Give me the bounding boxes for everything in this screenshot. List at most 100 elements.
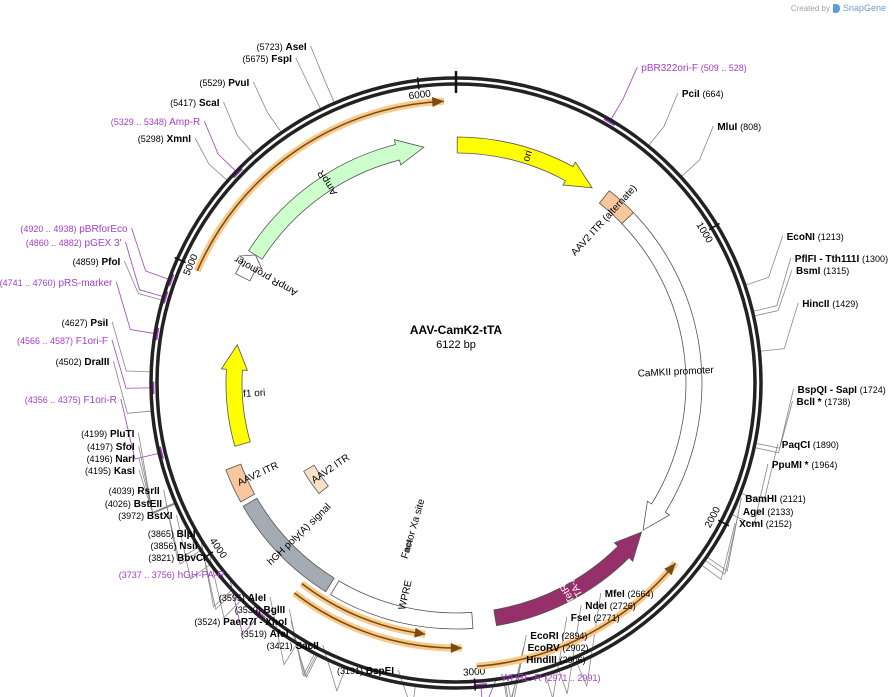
site-label-bstxi: (3972) BstXI [118, 511, 173, 522]
site-leader-psii [111, 321, 151, 373]
site-leader-f1ori-f [111, 339, 151, 389]
site-label-pbrforeco: (4920 .. 4938) pBRforEco [20, 224, 128, 235]
site-label-alei: (3595) AleI [219, 593, 266, 604]
snapgene-logo-icon [832, 3, 840, 13]
site-leader-scai [223, 101, 254, 154]
site-label-xcmi: XcmI (2152) [739, 519, 792, 530]
plasmid-size: 6122 bp [436, 339, 476, 351]
primer-site-mark-amp-r [232, 167, 243, 179]
tick-mark-1000 [708, 222, 720, 231]
site-label-pvui: (5529) PvuI [199, 78, 249, 89]
site-leader-ppumi [732, 463, 769, 526]
site-leader-prs-marker [115, 281, 155, 334]
plasmid-name: AAV-CamK2-tTA [410, 323, 503, 337]
site-leader-hincii [760, 302, 799, 352]
site-leader-econi [745, 235, 784, 286]
primer-site-mark-pbr322ori-f [603, 117, 616, 127]
feature-aav2-itr [225, 463, 256, 503]
tick-mark-3000 [473, 678, 477, 691]
site-label-pfoi: (4859) PfoI [73, 257, 121, 268]
site-label-kasi: (4195) KasI [85, 466, 135, 477]
site-label-bspei: (3191) BspEI [337, 666, 394, 677]
credit-brand: SnapGene [842, 3, 886, 13]
site-leader-hgh-pa-r [228, 573, 259, 636]
site-leader-ecorv [505, 646, 525, 697]
center-title: AAV-CamK2-tTA 6122 bp [410, 323, 503, 351]
site-label-bsmi: BsmI (1315) [796, 266, 849, 277]
site-label-nsii: (3856) NsiI [150, 541, 197, 552]
primer-arrowhead-2 [414, 627, 426, 638]
feature-label-camkii-promoter: CaMKII promoter [637, 365, 714, 380]
site-label-pcii: PciI (664) [682, 89, 724, 100]
site-leader-bsmi [754, 269, 793, 317]
primer-site-mark-pgex-3 [162, 290, 169, 304]
site-label-asei: (5723) AseI [257, 42, 307, 53]
site-label-pgex-3: (4860 .. 4882) pGEX 3' [26, 238, 122, 249]
site-leader-pcii [648, 92, 679, 146]
primer-arrowhead-0 [664, 563, 676, 576]
primer-site-mark-f1ori-r [158, 446, 164, 460]
site-label-pflfi-tth111i: PflFI - Tth111I (1300) [795, 254, 888, 265]
site-label-bglii: (3530) BglII [235, 605, 286, 616]
feature-tta-advanced [493, 531, 643, 627]
site-leader-nsii [201, 544, 234, 610]
site-label-blpi: (3865) BlpI [148, 529, 196, 540]
credit-prefix: Created by [790, 3, 830, 13]
feature-f1-ori [220, 343, 251, 447]
primer-arrowhead-3 [431, 97, 444, 107]
site-leader-paer7i-xhoi [290, 620, 317, 678]
site-leader-mlui [681, 125, 714, 177]
site-leader-kasi [138, 469, 176, 515]
site-leader-asei [310, 45, 335, 103]
site-label-prs-marker: (4741 .. 4760) pRS-marker [0, 278, 113, 289]
site-leader-bbvci [209, 556, 242, 619]
primer-arcs [194, 97, 679, 670]
site-label-bspqi-sapi: BspQI - SapI (1724) [798, 385, 886, 396]
site-label-scai: (5417) ScaI [170, 98, 220, 109]
site-leader-fspi [295, 57, 321, 109]
site-label-draiii: (4502) DraIII [56, 357, 110, 368]
tick-label-1000: 1000 [693, 220, 714, 245]
feature-ori [456, 136, 593, 189]
tick-label-6000: 6000 [408, 89, 432, 103]
feature-camkii-promoter [621, 212, 703, 531]
site-label-bcli: BclI * (1738) [797, 397, 851, 408]
site-leader-pflfi-tth111i [753, 257, 792, 312]
site-label-nari: (4196) NarI [87, 454, 135, 465]
primer-site-mark-hgh-pa-r [254, 609, 266, 620]
site-leader-pvui [252, 81, 282, 133]
site-leader-mfei [576, 592, 602, 688]
site-leader-wpre-r [480, 676, 498, 697]
site-label-hgh-pa-r: (3737 .. 3756) hGH-PA-R [119, 570, 225, 581]
site-label-bsteii: (4026) BstEII [105, 499, 162, 510]
site-label-bbvci: (3821) BbvCI [148, 553, 206, 564]
site-labels: (5723) AseI(5675) FspI (5529) PvuI (5417) … [0, 42, 888, 684]
feature-wpre [330, 580, 474, 630]
primer-arc-1 [293, 592, 462, 649]
feature-ampr-promoter [235, 254, 263, 282]
site-label-ecori: EcoRI (2894) [530, 631, 587, 642]
site-leader-bcli [755, 400, 793, 454]
site-leader-f1ori-r [120, 398, 159, 460]
site-label-fspi: (5675) FspI [243, 54, 293, 65]
site-label-afei: (3519) AfeI [241, 629, 289, 640]
site-label-hindiii: HindIII (2906) [526, 655, 585, 666]
site-leader-pgex-3 [125, 241, 163, 297]
primer-site-mark-prs-marker [154, 327, 160, 341]
site-label-paqci: PaqCI (1890) [782, 440, 839, 451]
primer-arc-2 [301, 582, 426, 635]
feature-factor-xa-site [404, 539, 412, 553]
feature-label-ori: ori [521, 149, 535, 163]
feature-ampr [248, 139, 425, 260]
site-label-bamhi: BamHI (2121) [745, 494, 805, 505]
site-leader-agei [705, 510, 740, 575]
site-label-hincii: HincII (1429) [802, 299, 858, 310]
site-label-sfoi: (4197) SfoI [87, 442, 135, 453]
site-label-mlui: MluI (808) [717, 122, 761, 133]
site-leader-ecori [507, 634, 527, 697]
site-leader-amp-r [203, 120, 236, 172]
site-label-fsei: FseI (2771) [571, 613, 620, 624]
site-leader-draiii [113, 360, 152, 414]
